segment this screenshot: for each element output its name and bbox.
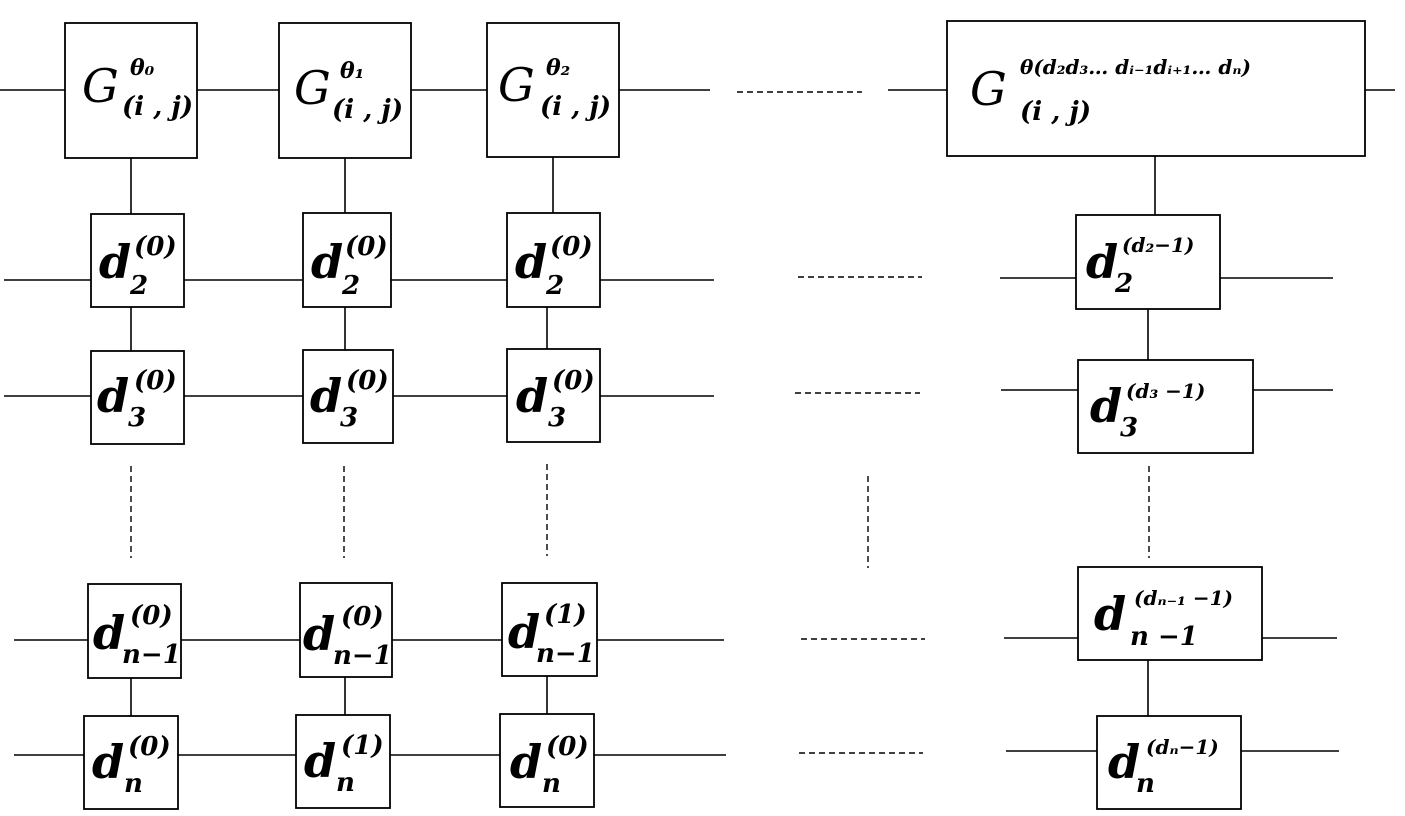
cell-col1-dn: d (1) n [295, 714, 391, 809]
d-letter: d [1094, 587, 1126, 641]
d-sup: (0) [546, 732, 589, 762]
ellipsis-dashes [130, 91, 1150, 754]
cell-last-d2: d (d₂−1) 2 [1075, 214, 1221, 310]
cell-col0-dn: d (0) n [83, 715, 179, 810]
gate-letter: G [82, 59, 119, 113]
d-sup: (dₙ−1) [1146, 735, 1219, 759]
cell-col1-dn1: d (0) n−1 [299, 582, 393, 678]
gate-letter: G [498, 58, 535, 112]
d-letter: d [515, 235, 547, 289]
cell-col1-d3: d (0) 3 [302, 349, 394, 444]
d-sub: 2 [129, 271, 148, 301]
horizontal-wires [0, 89, 1395, 756]
d-sup: (0) [346, 366, 389, 396]
gate-g-last: G θ(d₂d₃… dᵢ₋₁dᵢ₊₁… dₙ) (i , j) [946, 20, 1366, 157]
cell-last-d3: d (d₃ −1) 3 [1077, 359, 1254, 454]
gate-sup: θ₂ [546, 55, 570, 81]
gate-g-col2: G θ₂ (i , j) [486, 22, 620, 158]
d-sup: (dₙ₋₁ −1) [1134, 586, 1233, 610]
d-letter: d [310, 369, 342, 423]
d-sup: (0) [134, 232, 177, 262]
gate-sup: θ₀ [130, 55, 155, 81]
d-sub: n [1136, 769, 1155, 799]
d-sub: 3 [548, 403, 566, 433]
d-sup: (d₃ −1) [1126, 379, 1205, 403]
vertical-connectors [130, 156, 1156, 716]
d-sub: 2 [545, 271, 564, 301]
gate-sub: (i , j) [332, 95, 403, 125]
d-sup: (0) [128, 732, 171, 762]
cell-col2-d3: d (0) 3 [506, 348, 601, 443]
d-letter: d [1086, 235, 1118, 289]
gate-letter: G [970, 62, 1007, 116]
gate-sub: (i , j) [1020, 97, 1091, 127]
cell-col1-d2: d (0) 2 [302, 212, 392, 308]
gate-sup: θ₁ [340, 58, 364, 84]
cell-col2-dn1: d (1) n−1 [501, 582, 598, 677]
d-sup: (0) [130, 601, 173, 631]
gate-g-col1: G θ₁ (i , j) [278, 22, 412, 159]
d-sub: n−1 [122, 640, 181, 670]
cell-col2-dn: d (0) n [499, 713, 595, 808]
cell-col2-d2: d (0) 2 [506, 212, 601, 308]
d-letter: d [99, 235, 131, 289]
gate-g-col0: G θ₀ (i , j) [64, 22, 198, 159]
gate-sup: θ(d₂d₃… dᵢ₋₁dᵢ₊₁… dₙ) [1020, 55, 1251, 79]
gate-sub: (i , j) [540, 92, 611, 122]
d-letter: d [303, 607, 335, 661]
d-letter: d [311, 235, 343, 289]
d-letter: d [1090, 379, 1122, 433]
d-letter: d [92, 735, 124, 789]
gate-sub: (i , j) [122, 92, 193, 122]
cell-col0-d3: d (0) 3 [90, 350, 185, 445]
cell-col0-d2: d (0) 2 [90, 213, 185, 308]
d-sub: n−1 [536, 639, 595, 669]
d-letter: d [508, 605, 540, 659]
cell-last-dn: d (dₙ−1) n [1096, 715, 1242, 810]
d-sub: n [336, 768, 355, 798]
d-sub: n [124, 769, 143, 799]
d-sub: 3 [128, 403, 146, 433]
d-sup: (1) [544, 600, 587, 630]
d-sub: n [542, 769, 561, 799]
cell-col0-dn1: d (0) n−1 [87, 583, 182, 679]
d-sub: 2 [341, 271, 360, 301]
d-sub: 3 [340, 403, 358, 433]
d-sub: 2 [1114, 269, 1133, 299]
d-sup: (0) [134, 366, 177, 396]
d-sub: 3 [1120, 413, 1138, 443]
d-sub: n−1 [333, 641, 392, 671]
d-letter: d [516, 369, 548, 423]
gate-letter: G [294, 61, 331, 115]
d-letter: d [93, 606, 125, 660]
d-sup: (0) [345, 232, 388, 262]
cell-last-dn1: d (dₙ₋₁ −1) n −1 [1077, 566, 1263, 661]
d-sup: (d₂−1) [1122, 233, 1194, 257]
d-letter: d [510, 735, 542, 789]
d-sup: (0) [550, 232, 593, 262]
d-sup: (1) [341, 731, 384, 761]
d-letter: d [304, 734, 336, 788]
d-sup: (0) [341, 602, 384, 632]
d-sub: n −1 [1130, 622, 1198, 652]
d-letter: d [1108, 735, 1140, 789]
d-sup: (0) [552, 366, 595, 396]
d-letter: d [97, 369, 129, 423]
